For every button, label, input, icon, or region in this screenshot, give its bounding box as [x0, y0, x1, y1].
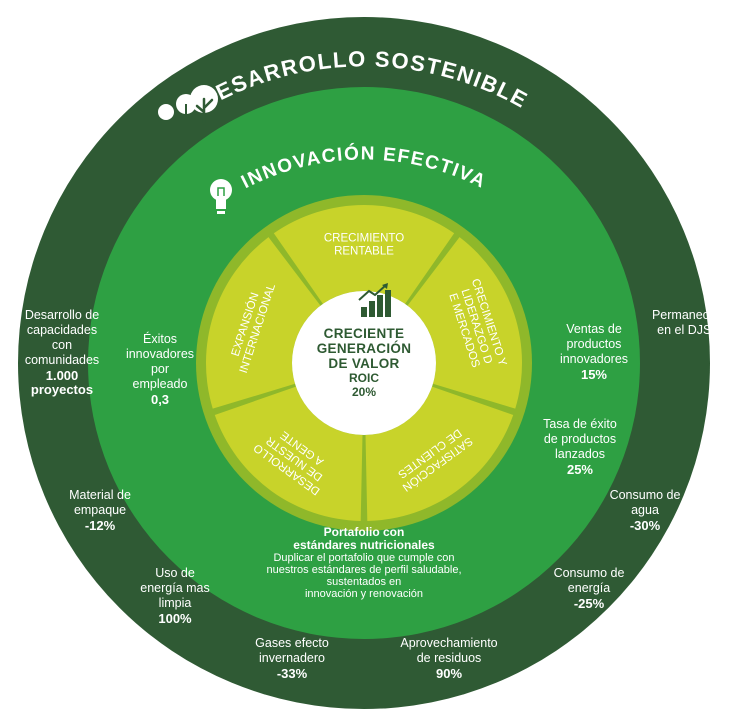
growth-chart-icon [358, 283, 391, 317]
metric-gases: Gases efecto invernadero -33% [255, 636, 329, 681]
metric-tasa: Tasa de éxito de productos lanzados 25% [543, 417, 617, 477]
metric-empaque: Material de empaque -12% [69, 488, 131, 533]
metric-comunidades: Desarrollo de capacidades con comunidade… [24, 308, 100, 397]
center-label: CRECIENTE GENERACIÓN DE VALOR ROIC 20% [299, 326, 429, 399]
center-line-3: DE VALOR [328, 356, 400, 371]
center-metric-name: ROIC [349, 371, 379, 385]
segment-5 [206, 237, 321, 409]
center-circle [292, 291, 436, 435]
metric-portfolio: Portafolio con estándares nutricionales … [266, 525, 462, 601]
center-line-2: GENERACIÓN [316, 341, 412, 356]
lightbulb-icon [210, 179, 232, 214]
segment-1 [273, 205, 455, 304]
trees-icon [158, 85, 218, 125]
segment-3 [365, 386, 514, 521]
metric-agua: Consumo de agua -30% [609, 488, 681, 533]
metric-djsi: Permanecer en el DJSI [651, 308, 721, 337]
metric-ventas: Ventas de productos innovadores 15% [559, 322, 629, 382]
metric-energia: Consumo de energía -25% [553, 566, 625, 611]
center-line-1: CRECIENTE [323, 326, 405, 341]
metric-residuos: Aprovechamiento de residuos 90% [400, 636, 498, 681]
segment-4 [214, 386, 363, 521]
metric-energia-limpia: Uso de energía mas limpia 100% [140, 566, 210, 626]
metric-exitos: Éxitos innovadores por empleado 0,3 [125, 332, 195, 407]
segment-2 [407, 237, 522, 409]
center-metric-value: 20% [351, 385, 377, 399]
